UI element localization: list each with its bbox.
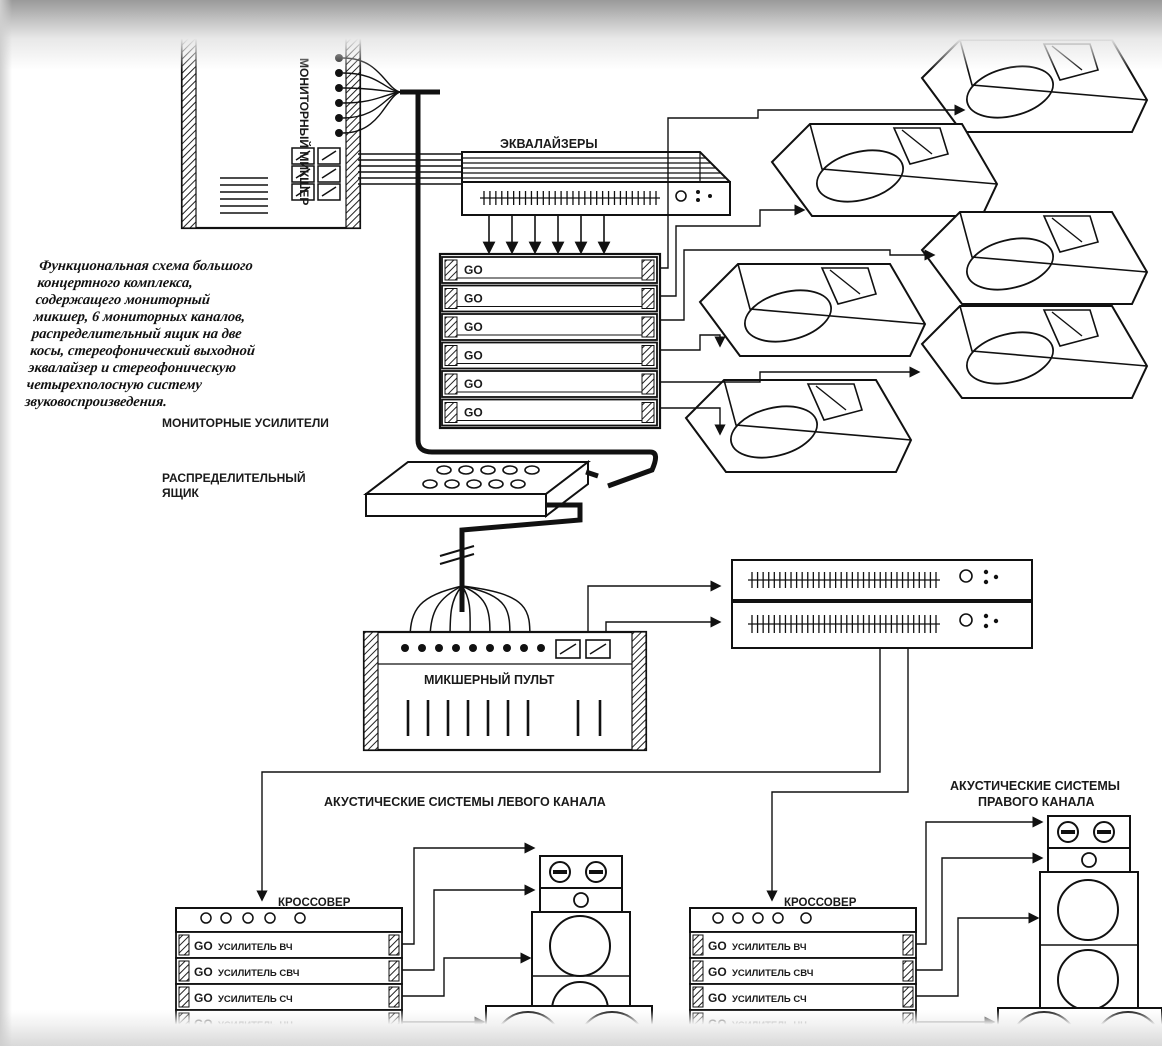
- distribution-box: РАСПРЕДЕЛИТЕЛЬНЫЙ ЯЩИК: [162, 462, 588, 516]
- distribution-box-label-2: ЯЩИК: [162, 486, 199, 500]
- crossover-right: КРОССОВЕР: [690, 897, 916, 932]
- caption-line: содержащего мониторный: [35, 292, 382, 309]
- amp-badge: GO: [194, 991, 213, 1005]
- amp-badge: GO: [464, 406, 483, 420]
- monitor-speaker-3: [922, 212, 1147, 304]
- eq-amp-arrows: [489, 215, 604, 248]
- crossover-amp-unit: GO УСИЛИТЕЛЬ СВЧ: [690, 958, 916, 984]
- crossover-amp-label: УСИЛИТЕЛЬ СВЧ: [732, 968, 814, 979]
- crossover-amp-label: УСИЛИТЕЛЬ ВЧ: [218, 942, 293, 953]
- caption-line: эквалайзер и стереофоническую: [28, 360, 375, 377]
- monitor-speaker-1: [922, 40, 1147, 132]
- monitor-amps-label: МОНИТОРНЫЕ УСИЛИТЕЛИ: [162, 416, 329, 430]
- right-speaker-tower: [1040, 816, 1138, 1038]
- mixer-output-wires: [588, 586, 716, 632]
- caption-line: косы, стереофонический выходной: [29, 343, 376, 360]
- amp-badge: GO: [708, 1017, 727, 1031]
- amp-badge: GO: [194, 965, 213, 979]
- crossover-amp-label: УСИЛИТЕЛЬ СВЧ: [218, 968, 300, 979]
- right-subwoofer: [998, 1008, 1162, 1046]
- monitor-amp-unit: GO: [442, 371, 657, 397]
- caption-line: звуковоспроизведения.: [24, 394, 371, 411]
- diagram-caption: Функциональная схема большого концертног…: [24, 258, 385, 411]
- monitor-speaker-5: [922, 306, 1147, 398]
- distribution-box-label-1: РАСПРЕДЕЛИТЕЛЬНЫЙ: [162, 470, 306, 485]
- equalizer-stack: ЭКВАЛАЙЗЕРЫ: [462, 136, 730, 215]
- main-mixer: МИКШЕРНЫЙ ПУЛЬТ: [364, 632, 646, 750]
- left-subwoofer: [486, 1006, 652, 1046]
- amp-badge: GO: [708, 965, 727, 979]
- crossover-amp-unit: GO УСИЛИТЕЛЬ ВЧ: [690, 932, 916, 958]
- caption-line: микшер, 6 мониторных каналов,: [33, 309, 380, 326]
- monitor-speaker-4: [700, 264, 925, 356]
- amp-badge: GO: [708, 939, 727, 953]
- mixer-eq-wires: [358, 154, 462, 184]
- caption-line: четырехполосную систему: [26, 377, 373, 394]
- crossover-amp-label: УСИЛИТЕЛЬ НЧ: [218, 1020, 293, 1031]
- amp-badge: GO: [464, 263, 483, 277]
- main-mixer-label: МИКШЕРНЫЙ ПУЛЬТ: [424, 672, 555, 687]
- monitor-mixer: МОНИТОРНЫЙ МИКШЕР: [182, 28, 360, 228]
- crossover-amp-label: УСИЛИТЕЛЬ ВЧ: [732, 942, 807, 953]
- crossover-left-label: КРОССОВЕР: [278, 897, 351, 909]
- equalizers-label: ЭКВАЛАЙЗЕРЫ: [500, 136, 598, 151]
- monitor-amp-unit: GO: [442, 343, 657, 369]
- crossover-amp-unit: GO УСИЛИТЕЛЬ ВЧ: [176, 932, 402, 958]
- output-equalizer-2: [732, 602, 1032, 648]
- crossover-amp-label: УСИЛИТЕЛЬ СЧ: [218, 994, 293, 1005]
- crossover-amp-unit: GO УСИЛИТЕЛЬ СВЧ: [176, 958, 402, 984]
- caption-line: Функциональная схема большого: [38, 258, 385, 275]
- monitor-speaker-2: [772, 124, 997, 216]
- right-speaker-wires: [916, 822, 1038, 1022]
- amp-badge: GO: [708, 991, 727, 1005]
- crossover-amp-unit: GO УСИЛИТЕЛЬ СЧ: [690, 984, 916, 1010]
- monitor-amp-unit: GO: [442, 400, 657, 426]
- amp-badge: GO: [464, 292, 483, 306]
- cable-break: [440, 546, 474, 564]
- monitor-amp-unit: GO: [442, 286, 657, 312]
- amp-badge: GO: [194, 939, 213, 953]
- monitor-amp-unit: GO: [442, 314, 657, 340]
- crossover-right-label: КРОССОВЕР: [784, 897, 857, 909]
- caption-line: концертного комплекса,: [36, 275, 383, 292]
- caption-line: распределительный ящик на две: [31, 326, 378, 343]
- crossover-amp-unit: GO УСИЛИТЕЛЬ НЧ: [176, 1010, 402, 1036]
- monitor-amp-rack: GO GO GO GO GO GO: [440, 254, 660, 428]
- amp-badge: GO: [464, 349, 483, 363]
- amp-badge: GO: [464, 320, 483, 334]
- crossover-amp-unit: GO УСИЛИТЕЛЬ СЧ: [176, 984, 402, 1010]
- amp-badge: GO: [194, 1017, 213, 1031]
- crossover-amp-label: УСИЛИТЕЛЬ СЧ: [732, 994, 807, 1005]
- crossover-left: КРОССОВЕР: [176, 897, 402, 932]
- crossover-amp-label: УСИЛИТЕЛЬ НЧ: [732, 1020, 807, 1031]
- monitor-amp-unit: GO: [442, 257, 657, 283]
- left-speaker-wires: [402, 848, 530, 1022]
- output-equalizer-1: [732, 560, 1032, 600]
- right-speakers-label-1: АКУСТИЧЕСКИЕ СИСТЕМЫ: [950, 779, 1120, 793]
- main-snake: [462, 505, 580, 612]
- amp-badge: GO: [464, 377, 483, 391]
- right-speakers-label-2: ПРАВОГО КАНАЛА: [978, 795, 1094, 809]
- crossover-amp-unit: GO УСИЛИТЕЛЬ НЧ: [690, 1010, 916, 1036]
- monitor-mixer-label: МОНИТОРНЫЙ МИКШЕР: [297, 58, 312, 205]
- left-speakers-label: АКУСТИЧЕСКИЕ СИСТЕМЫ ЛЕВОГО КАНАЛА: [324, 795, 606, 809]
